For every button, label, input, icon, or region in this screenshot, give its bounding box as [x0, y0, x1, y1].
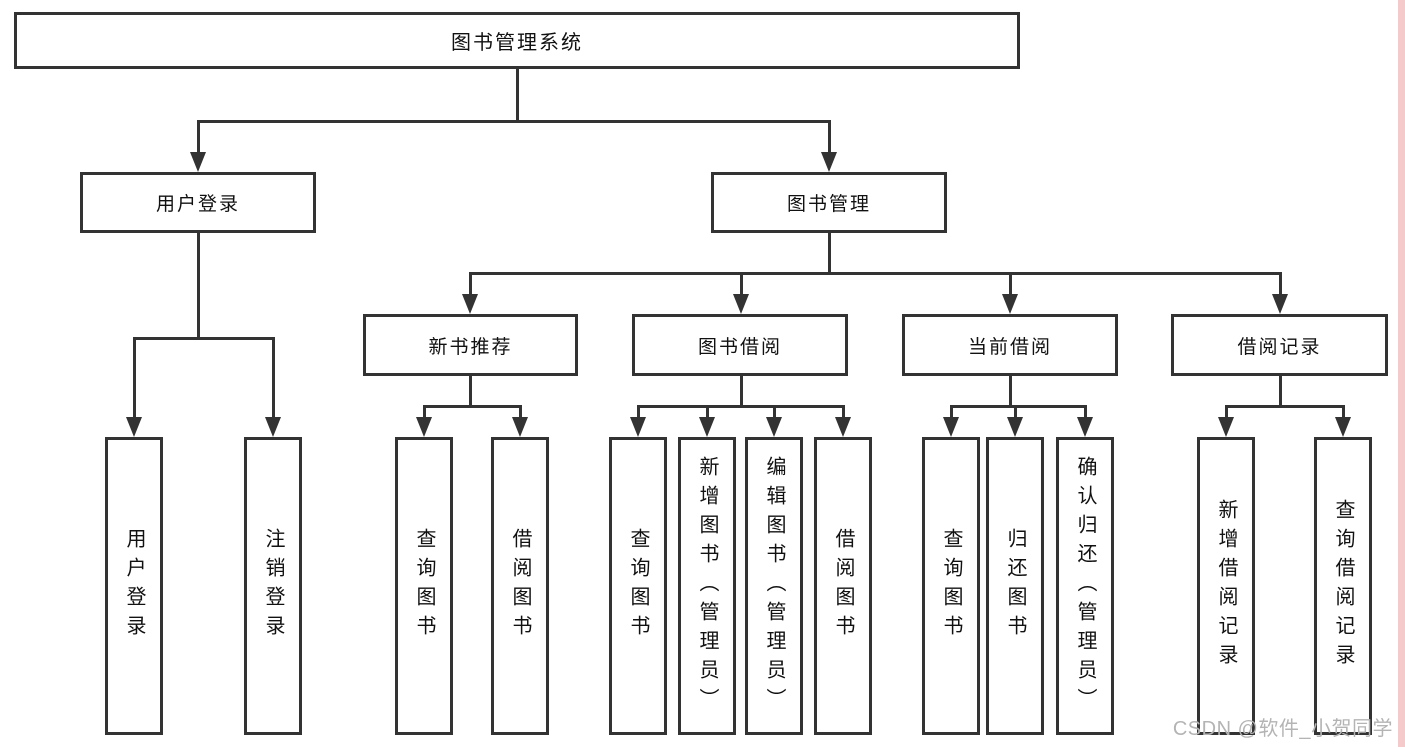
arrow-down	[1002, 272, 1018, 314]
node-book-management: 图书管理	[711, 172, 947, 233]
connector-line	[828, 233, 831, 274]
arrow-down	[1007, 405, 1023, 437]
arrow-down	[766, 405, 782, 437]
arrow-down	[416, 405, 432, 437]
arrow-down	[630, 405, 646, 437]
node-add-borrow-record: 新增借阅记录	[1197, 437, 1255, 735]
arrow-down	[943, 405, 959, 437]
arrow-down	[126, 337, 142, 437]
connector-line	[1009, 374, 1012, 407]
node-edit-books-admin: 编辑图书（管理员）	[745, 437, 803, 735]
arrow-down	[1335, 405, 1351, 437]
connector-line	[1279, 374, 1282, 407]
node-user-login: 用户登录	[80, 172, 316, 233]
arrow-down	[733, 272, 749, 314]
arrow-down	[835, 405, 851, 437]
node-borrow-books-1: 借阅图书	[491, 437, 549, 735]
node-logout-action: 注销登录	[244, 437, 302, 735]
node-new-book-recommendation: 新书推荐	[363, 314, 578, 376]
node-query-borrow-record: 查询借阅记录	[1314, 437, 1372, 735]
csdn-watermark: CSDN @软件_小贺同学	[1172, 718, 1393, 740]
node-user-login-action: 用户登录	[105, 437, 163, 735]
node-confirm-return-admin: 确认归还（管理员）	[1056, 437, 1114, 735]
arrow-down	[699, 405, 715, 437]
connector-line	[637, 405, 845, 408]
node-query-books-1: 查询图书	[395, 437, 453, 735]
arrow-down	[265, 337, 281, 437]
right-edge-strip	[1398, 0, 1405, 747]
node-book-borrowing: 图书借阅	[632, 314, 848, 376]
node-query-books-3: 查询图书	[922, 437, 980, 735]
arrow-down	[1218, 405, 1234, 437]
connector-line	[516, 68, 519, 121]
node-add-books-admin: 新增图书（管理员）	[678, 437, 736, 735]
arrow-down	[1077, 405, 1093, 437]
arrow-down	[821, 120, 837, 172]
arrow-down	[512, 405, 528, 437]
node-borrow-books-2: 借阅图书	[814, 437, 872, 735]
connector-line	[423, 405, 522, 408]
connector-line	[197, 120, 831, 123]
node-root: 图书管理系统	[14, 12, 1020, 69]
arrow-down	[462, 272, 478, 314]
arrow-down	[190, 120, 206, 172]
connector-line	[133, 337, 275, 340]
node-borrow-records: 借阅记录	[1171, 314, 1388, 376]
node-query-books-2: 查询图书	[609, 437, 667, 735]
connector-line	[197, 233, 200, 339]
arrow-down	[1272, 272, 1288, 314]
connector-line	[469, 272, 1282, 275]
node-return-books: 归还图书	[986, 437, 1044, 735]
connector-line	[1225, 405, 1345, 408]
connector-line	[950, 405, 1087, 408]
connector-line	[740, 374, 743, 407]
connector-line	[469, 374, 472, 407]
node-current-borrowing: 当前借阅	[902, 314, 1118, 376]
